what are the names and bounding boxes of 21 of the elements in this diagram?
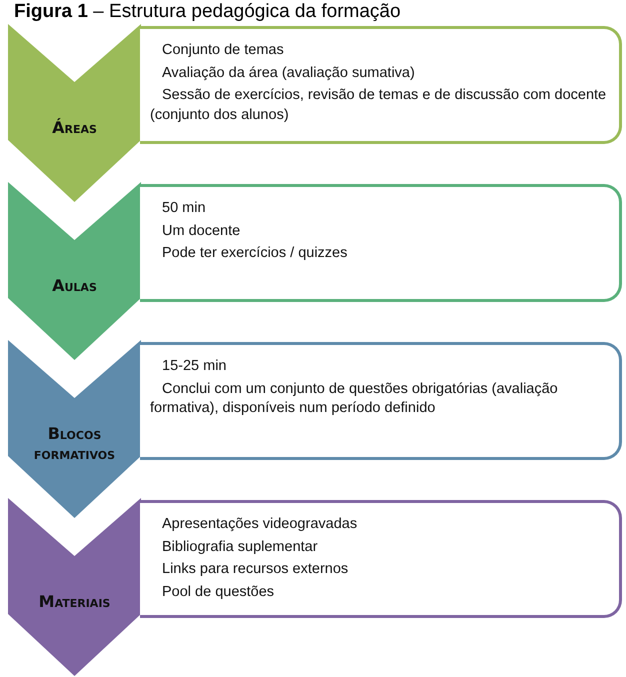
description-panel	[140, 342, 622, 460]
level-label: Áreas	[51, 118, 98, 138]
description-text: 15-25 min	[161, 357, 228, 376]
figure-title: Figura 1 – Estrutura pedagógica da formação	[14, 1, 401, 23]
description-text: 50 min	[161, 199, 207, 218]
level-label: Aulas	[51, 276, 98, 296]
description-text: Avaliação da área (avaliação sumativa)	[161, 64, 416, 83]
level-label: Blocos formativos	[32, 424, 116, 464]
description-text: Pode ter exercícios / quizzes	[161, 244, 348, 264]
description-text: Pool de questões	[161, 582, 276, 602]
description-text: Um docente	[161, 222, 242, 241]
level-label: Materiais	[38, 592, 112, 612]
description-text: Conclui com um conjunto de questões obrigatórias (avaliação formativa), disponíveis num período definido	[150, 380, 559, 418]
description-text: Links para recursos externos	[161, 560, 350, 580]
description-panel	[140, 184, 622, 302]
description-text: Sessão de exercícios, revisão de temas e de discussão com docente (conjunto dos alunos)	[150, 86, 608, 125]
description-text: Bibliografia suplementar	[161, 538, 319, 557]
description-text: Apresentações videogravadas	[161, 515, 358, 534]
description-text: Conjunto de temas	[161, 41, 285, 60]
description-panel	[140, 500, 622, 618]
description-panel	[140, 26, 622, 144]
